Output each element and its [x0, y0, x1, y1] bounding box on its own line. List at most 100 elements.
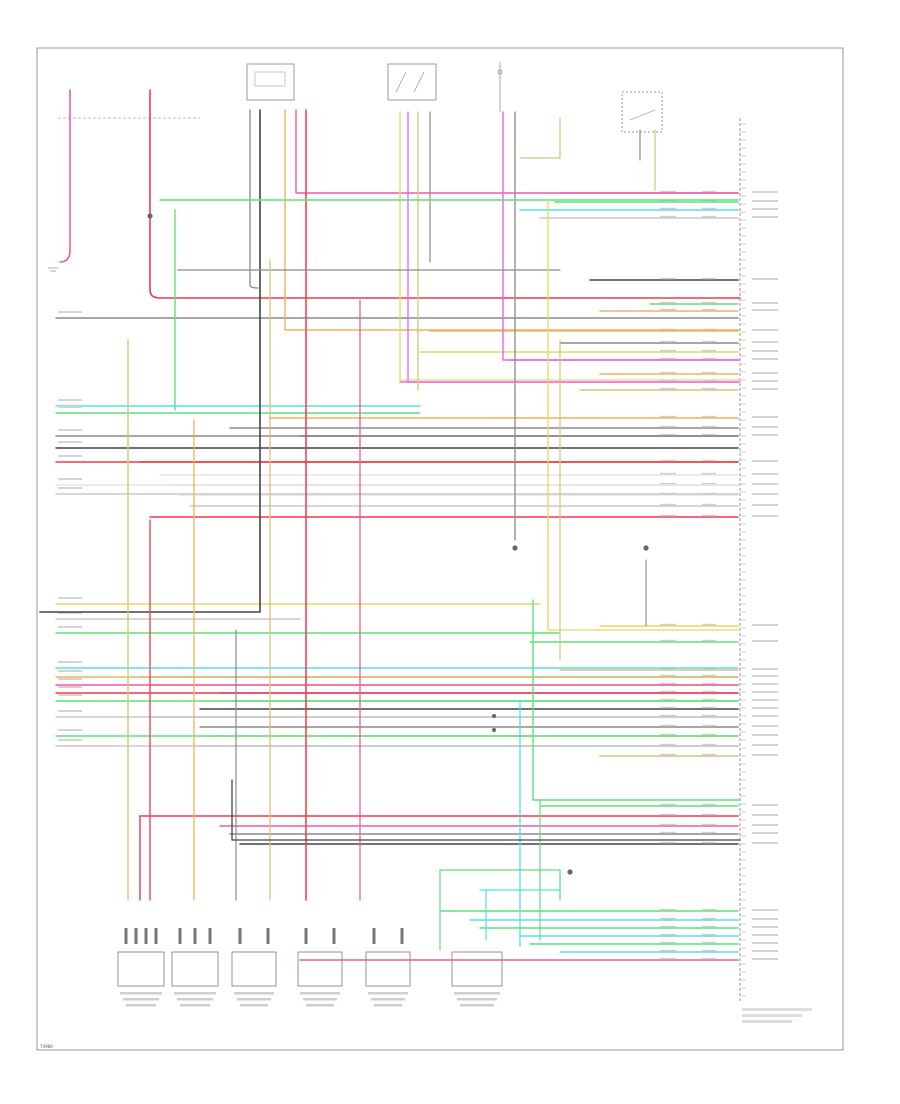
component-pin	[238, 928, 242, 944]
pin-label-mark	[752, 309, 778, 311]
component-pin	[154, 928, 158, 944]
connector-icon	[492, 714, 496, 718]
wire-label-mark	[58, 455, 82, 457]
component-label-mark	[368, 992, 408, 995]
wire-label-mark	[660, 841, 676, 844]
pin-label-mark	[752, 624, 778, 626]
wire-label-mark	[660, 308, 676, 311]
wire-label-mark	[660, 925, 676, 928]
wire-label-mark	[702, 639, 716, 642]
pin-label-mark	[752, 341, 778, 343]
component-box	[365, 951, 411, 987]
wire-label-mark	[660, 277, 676, 280]
component-label-mark	[306, 1004, 334, 1007]
component-box	[171, 951, 219, 987]
wire-label-mark	[660, 425, 676, 428]
pin-label-mark	[752, 824, 778, 826]
connector-icon	[492, 728, 496, 732]
wire-label-mark	[660, 941, 676, 944]
component-label-mark	[300, 992, 340, 995]
component-box	[231, 951, 277, 987]
component-pin	[208, 928, 212, 944]
wire-label-mark	[660, 917, 676, 920]
wire-label-mark	[660, 743, 676, 746]
wire	[284, 109, 741, 331]
wire-label-mark	[702, 349, 716, 352]
wire	[295, 109, 739, 194]
component-label-mark	[460, 1004, 494, 1007]
wire-label-mark	[660, 415, 676, 418]
component-box	[297, 951, 343, 987]
wire-label-mark	[58, 670, 82, 672]
wire-label-mark	[660, 340, 676, 343]
pin-label-mark	[752, 640, 778, 642]
pin-label-mark	[752, 734, 778, 736]
pcm-pin-marks	[740, 123, 746, 997]
pin-label-mark	[752, 473, 778, 475]
wire-label-mark	[702, 472, 716, 475]
wire	[231, 779, 741, 841]
pin-label-mark	[752, 372, 778, 374]
wire-label-mark	[660, 472, 676, 475]
wire-label-mark	[58, 686, 82, 688]
wire	[407, 111, 741, 383]
pin-label-mark	[752, 493, 778, 495]
pin-label-mark	[752, 350, 778, 352]
pin-label-mark	[752, 388, 778, 390]
corner-code: 74966	[40, 1044, 53, 1049]
wire-label-mark	[58, 729, 82, 731]
wire-label-mark	[58, 399, 82, 401]
wire-label-mark	[702, 215, 716, 218]
wire-label-mark	[702, 917, 716, 920]
component-pin	[134, 928, 138, 944]
pin-label-mark	[752, 191, 778, 193]
wire-label-mark	[660, 190, 676, 193]
wire-label-mark	[702, 690, 716, 693]
wire-label-mark	[660, 674, 676, 677]
splice-icon	[567, 869, 573, 875]
component-label-mark	[177, 998, 213, 1001]
component-pin	[304, 928, 308, 944]
pin-label-mark	[752, 668, 778, 670]
pin-label-mark	[752, 754, 778, 756]
wire-label-mark	[702, 425, 716, 428]
wire	[439, 869, 561, 901]
wire-label-mark	[58, 487, 82, 489]
diagram-frame	[36, 47, 844, 1051]
wire-label-mark	[660, 682, 676, 685]
pin-label-mark	[752, 715, 778, 717]
wire-label-mark	[660, 803, 676, 806]
wire-label-mark	[702, 733, 716, 736]
pin-label-mark	[752, 814, 778, 816]
component-box	[117, 951, 165, 987]
top-components	[48, 62, 663, 272]
bottom-components	[117, 928, 503, 1007]
ground-icon	[48, 267, 58, 272]
wire-label-mark	[660, 908, 676, 911]
relay-module	[246, 63, 295, 101]
wire-label-mark	[702, 340, 716, 343]
component-box	[451, 951, 503, 987]
pin-label-mark	[752, 683, 778, 685]
switch-icon	[497, 62, 503, 112]
pin-label-mark	[752, 216, 778, 218]
wire-label-mark	[58, 441, 82, 443]
pin-label-mark	[752, 744, 778, 746]
wire-label-mark	[660, 301, 676, 304]
pin-label-mark	[752, 380, 778, 382]
pin-label-mark	[752, 832, 778, 834]
wire-label-mark	[660, 349, 676, 352]
wire-label-mark	[660, 459, 676, 462]
component-pin	[332, 928, 336, 944]
wire-label-mark	[58, 678, 82, 680]
wire-label-mark	[58, 478, 82, 480]
wire-label-mark	[660, 933, 676, 936]
component-label-mark	[240, 1004, 268, 1007]
pcm-label	[742, 1008, 812, 1023]
component-pin	[178, 928, 182, 944]
mode-switch	[387, 63, 437, 101]
wire-label-mark	[702, 623, 716, 626]
wire-label-mark	[702, 514, 716, 517]
